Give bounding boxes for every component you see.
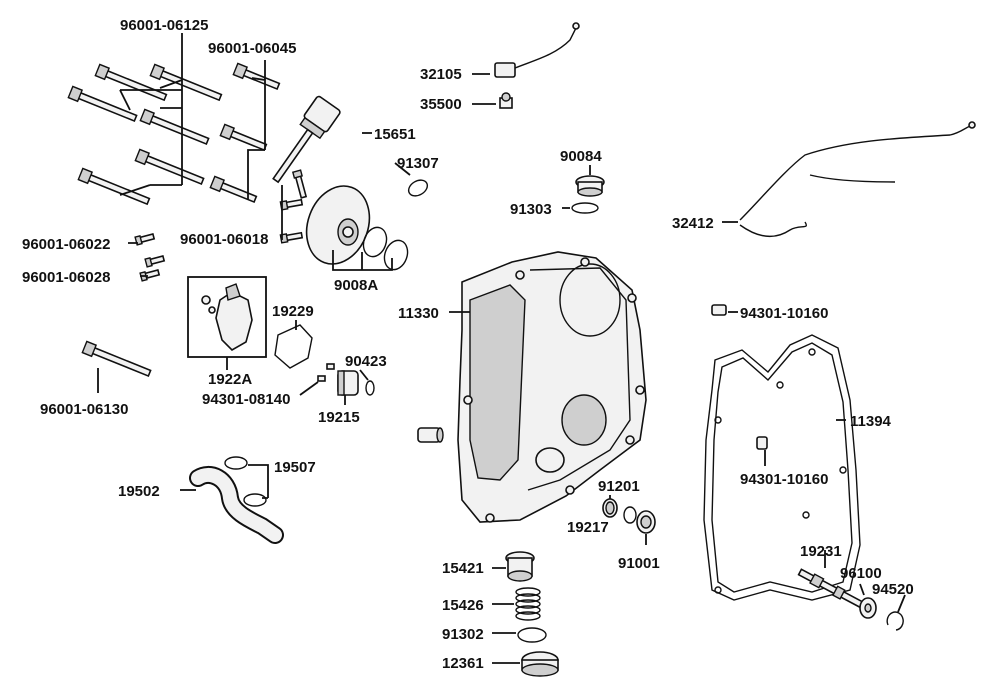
leader-94301-08140 — [299, 381, 319, 396]
cable-32412 — [739, 121, 976, 237]
hose-19502 — [189, 465, 284, 544]
leader-filter-stack — [492, 567, 520, 664]
label-91001: 91001 — [618, 555, 660, 572]
crankcase-cover-11330 — [457, 251, 647, 523]
label-19507: 19507 — [274, 459, 316, 476]
dowel-94301-10160-top — [711, 304, 727, 316]
leader-19507 — [248, 464, 269, 499]
label-19215: 19215 — [318, 409, 360, 426]
label-96001-06045: 96001-06045 — [208, 40, 296, 57]
leader-96001-06022 — [128, 242, 148, 277]
thermostat-19215 — [317, 363, 375, 396]
gasket-11394 — [703, 334, 861, 601]
label-96001-06028: 96001-06028 — [22, 269, 110, 286]
label-19231: 19231 — [800, 543, 842, 560]
oil-filler-15651 — [272, 95, 341, 184]
label-91201: 91201 — [598, 478, 640, 495]
sensor-32105 — [494, 22, 580, 78]
label-35500: 35500 — [420, 96, 462, 113]
label-15421: 15421 — [442, 560, 484, 577]
label-91302: 91302 — [442, 626, 484, 643]
label-15651: 15651 — [374, 126, 416, 143]
label-12361: 12361 — [442, 655, 484, 672]
small-bolts-96001-06018 — [279, 169, 308, 244]
bolt-96001-06130 — [81, 340, 152, 378]
dowel-left — [417, 427, 444, 443]
label-91307: 91307 — [397, 155, 439, 172]
label-19502: 19502 — [118, 483, 160, 500]
label-32412: 32412 — [672, 215, 714, 232]
pump-plate-9008A — [305, 185, 409, 271]
seal-91303 — [571, 202, 599, 214]
label-11330: 11330 — [398, 305, 439, 322]
label-96001-06125: 96001-06125 — [120, 17, 208, 34]
clip-94520 — [886, 611, 904, 631]
label-90084: 90084 — [560, 148, 602, 165]
label-96100: 96100 — [840, 565, 882, 582]
filter-15421 — [505, 551, 535, 582]
label-19229: 19229 — [272, 303, 314, 320]
seal-91201 — [623, 506, 637, 524]
part-labels: 96001-06125 96001-06045 15651 91307 3210… — [22, 17, 914, 672]
switch-35500 — [499, 92, 513, 109]
gasket-19229 — [274, 324, 313, 369]
leader-94520 — [897, 594, 906, 613]
label-94301-10160-top: 94301-10160 — [740, 305, 828, 322]
label-94520: 94520 — [872, 581, 914, 598]
label-15426: 15426 — [442, 597, 484, 614]
pump-housing-1922A — [201, 283, 253, 351]
label-9008A: 9008A — [334, 277, 378, 294]
spring-15426 — [515, 587, 541, 621]
label-19217: 19217 — [567, 519, 609, 536]
gear-96100 — [859, 597, 877, 619]
bolts-96001-06045 — [209, 62, 281, 204]
leader-91307 — [394, 162, 411, 176]
bolts-96001-06125 — [67, 63, 223, 206]
leader-96001-06045 — [247, 60, 266, 200]
label-32105: 32105 — [420, 66, 462, 83]
leader-96100 — [859, 583, 865, 596]
plug-90084 — [575, 175, 605, 197]
leader-9008A — [332, 250, 393, 271]
shaft-19231 — [797, 568, 865, 609]
small-bolts-96001-06022 — [134, 232, 166, 282]
bearing-19217 — [602, 498, 618, 518]
label-91303: 91303 — [510, 201, 552, 218]
oring-91307 — [407, 179, 429, 197]
label-94301-08140: 94301-08140 — [202, 391, 290, 408]
leader-96001-06125 — [119, 33, 183, 196]
leader-90423 — [359, 369, 369, 381]
bearing-91001 — [636, 510, 656, 534]
oring-91302 — [517, 627, 547, 643]
label-90423: 90423 — [345, 353, 387, 370]
dowel-94301-10160-mid — [756, 436, 768, 466]
label-96001-06022: 96001-06022 — [22, 236, 110, 253]
cap-12361 — [521, 651, 559, 677]
label-96001-06130: 96001-06130 — [40, 401, 128, 418]
clamps-19507 — [224, 456, 267, 507]
label-11394: 11394 — [850, 413, 892, 430]
leader-32105-35500 — [472, 73, 496, 105]
label-96001-06018: 96001-06018 — [180, 231, 268, 248]
label-1922A: 1922A — [208, 371, 252, 388]
label-94301-10160-mid: 94301-10160 — [740, 471, 828, 488]
